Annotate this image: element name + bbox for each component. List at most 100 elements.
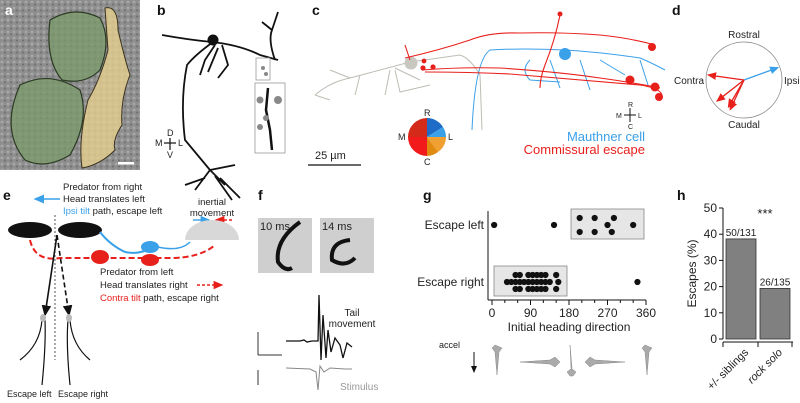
legend-mauthner: Mauthner cell <box>567 129 645 144</box>
svg-text:Contra: Contra <box>674 76 704 87</box>
data-point <box>591 228 598 236</box>
commissural-neurons <box>404 14 663 96</box>
data-point <box>542 285 549 293</box>
data-point <box>508 278 515 286</box>
bar <box>725 238 757 340</box>
scale-bar-label: 25 µm <box>315 150 346 162</box>
svg-text:D: D <box>167 128 174 138</box>
category-label: rock solo <box>746 347 786 387</box>
data-point <box>529 278 536 286</box>
compass-dv-ml: D V M L <box>155 128 183 160</box>
escape-fish-shapes <box>19 319 91 386</box>
svg-text:C: C <box>628 124 633 131</box>
data-point <box>538 285 545 293</box>
data-point <box>555 278 562 286</box>
category-label: Escape left <box>425 218 485 232</box>
svg-text:M: M <box>616 113 622 120</box>
data-point <box>546 278 553 286</box>
y-tick-label: 0 <box>710 332 717 346</box>
bar <box>759 288 791 340</box>
svg-text:10 ms: 10 ms <box>260 221 290 233</box>
svg-text:L: L <box>638 113 642 120</box>
category-label: +/- siblings <box>705 346 751 392</box>
data-point <box>525 278 532 286</box>
data-point <box>550 221 558 229</box>
compass-rc-ml: R C M L <box>616 102 642 131</box>
svg-text:V: V <box>167 150 173 160</box>
fish-orientation-icons <box>491 344 653 377</box>
bar-label: 50/131 <box>726 228 757 239</box>
significance-label: *** <box>757 206 772 221</box>
polar-vector <box>729 79 745 111</box>
orientation-pie: R C M L <box>398 108 453 167</box>
svg-text:Predator from right: Predator from right <box>63 182 143 193</box>
x-tick-label: 90 <box>524 306 538 320</box>
svg-text:R: R <box>628 102 633 109</box>
panel-label-g: g <box>423 187 432 203</box>
soma <box>207 34 219 46</box>
mauthner-soma <box>559 48 571 60</box>
data-point <box>542 271 549 279</box>
data-point <box>525 285 532 293</box>
polar-vectors <box>706 66 780 111</box>
panel-label-e: e <box>3 187 11 203</box>
svg-text:L: L <box>448 132 453 142</box>
stimulus-trace <box>285 364 352 391</box>
svg-text:Head translates left: Head translates left <box>63 194 145 205</box>
data-point <box>630 221 637 229</box>
data-point <box>610 214 618 222</box>
y-tick-label: 10 <box>704 306 718 320</box>
data-point <box>576 214 583 222</box>
data-point <box>634 278 641 286</box>
x-tick-label: 360 <box>636 306 656 320</box>
data-point <box>542 278 549 286</box>
category-label: Escape right <box>417 275 484 289</box>
green-cell-lower <box>10 77 84 165</box>
y-tick-label: 40 <box>704 227 718 241</box>
svg-text:Ipsi tilt path, escape left: Ipsi tilt path, escape left <box>63 206 163 217</box>
panel-label-h: h <box>677 187 686 203</box>
svg-text:Caudal: Caudal <box>728 120 760 131</box>
data-point <box>533 278 541 286</box>
data-point <box>516 278 523 286</box>
scale-bar <box>118 162 134 165</box>
svg-text:R: R <box>424 108 431 118</box>
panel-label-f: f <box>258 187 263 203</box>
green-cell-upper <box>48 11 107 82</box>
neuron-tracing <box>161 11 279 201</box>
svg-text:C: C <box>424 157 431 167</box>
data-point <box>491 221 498 229</box>
otolith-dome <box>185 220 239 240</box>
x-tick-label: 270 <box>597 306 617 320</box>
svg-text:movement: movement <box>190 208 235 219</box>
panel-b: b D V M L <box>155 2 286 201</box>
panel-label-d: d <box>672 2 681 18</box>
yellow-cell <box>80 7 131 169</box>
data-point <box>512 271 519 279</box>
data-point <box>512 285 519 293</box>
data-point <box>576 228 583 236</box>
data-point <box>553 271 560 279</box>
panel-label-b: b <box>157 2 166 18</box>
y-axis-label: Escapes (%) <box>685 239 699 307</box>
data-point <box>503 278 511 286</box>
x-tick-label: 0 <box>489 306 496 320</box>
data-point <box>591 214 598 222</box>
data-point <box>553 285 560 293</box>
data-point <box>520 278 528 286</box>
data-point <box>525 271 532 279</box>
legend-commissural: Commissural escape <box>524 142 645 157</box>
svg-text:inertial: inertial <box>198 197 226 208</box>
svg-text:Head translates right: Head translates right <box>100 280 188 291</box>
panel-a: a <box>0 0 140 170</box>
polar-vector <box>743 66 780 81</box>
gray-soma <box>404 56 418 70</box>
svg-text:M: M <box>398 132 406 142</box>
svg-text:Ipsi: Ipsi <box>784 76 800 87</box>
panel-c: c R C M <box>308 2 666 167</box>
y-tick-label: 50 <box>704 201 718 215</box>
